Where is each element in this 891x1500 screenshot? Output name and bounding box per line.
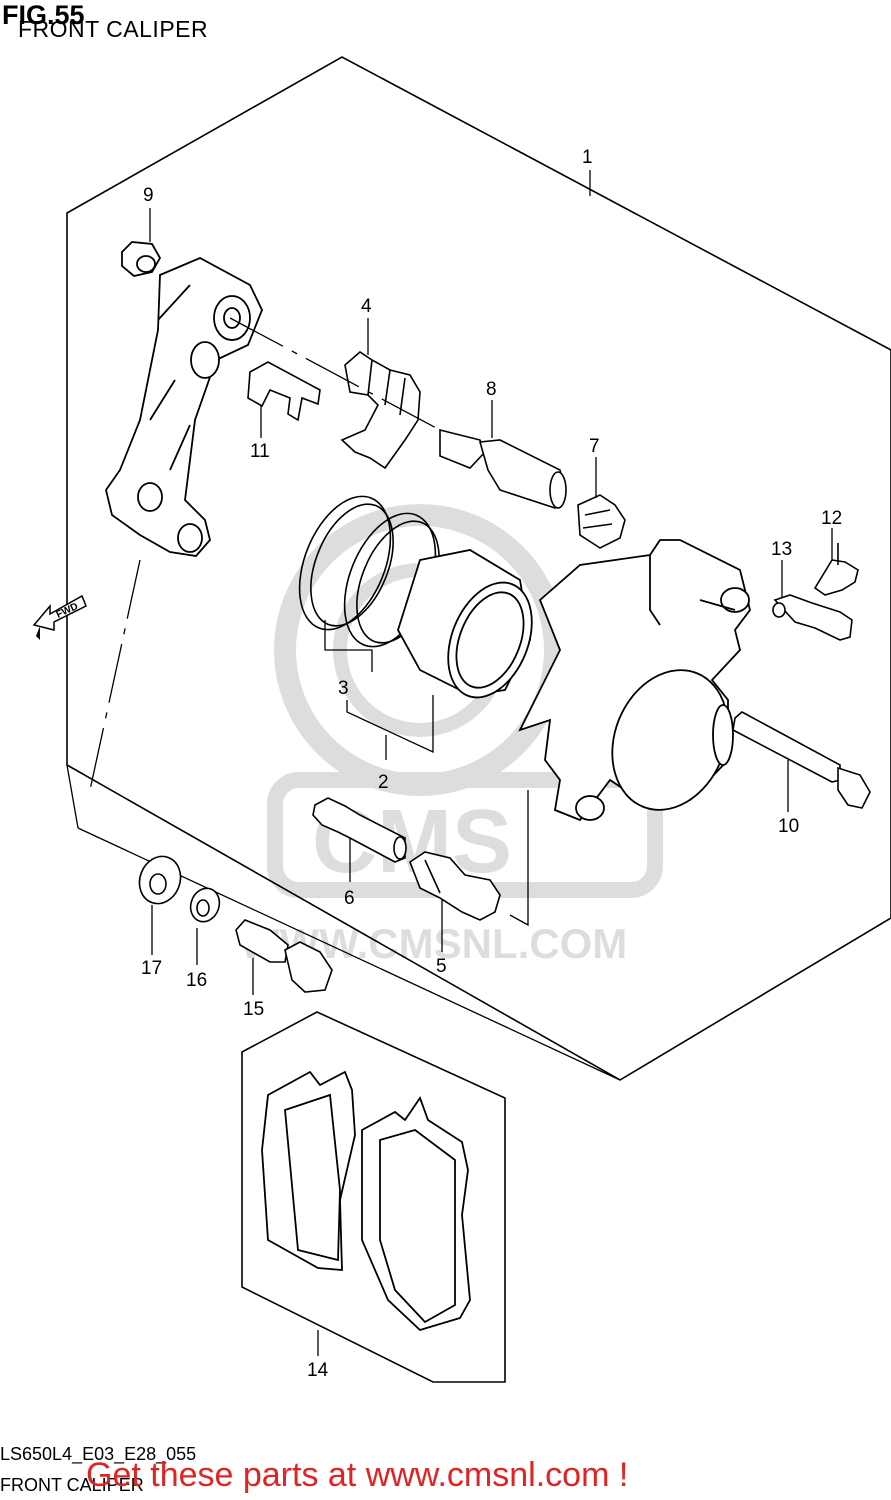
callout-9: 9 [143, 185, 154, 206]
callout-15: 15 [243, 999, 264, 1020]
washer-17 [138, 855, 182, 905]
nut-9 [121, 241, 162, 277]
leader-lines [89, 170, 833, 1356]
slide-pin-8 [439, 428, 567, 509]
promo-link[interactable]: Get these parts at www.cmsnl.com ! [86, 1456, 629, 1494]
diagram-code: LS650L4_E03_E28_055 [0, 1444, 197, 1464]
callout-3: 3 [338, 678, 349, 699]
washer-16 [189, 887, 221, 923]
callout-2: 2 [378, 772, 389, 793]
callout-7: 7 [589, 436, 600, 457]
piston-2 [397, 549, 533, 699]
callout-8: 8 [486, 379, 497, 400]
callout-13: 13 [771, 539, 792, 560]
callout-14: 14 [307, 1360, 329, 1381]
callout-labels: 1 2 3 4 5 6 7 8 9 10 11 12 13 14 15 16 1… [141, 147, 842, 1381]
callout-5: 5 [436, 956, 447, 977]
callout-10: 10 [778, 816, 799, 837]
bleeder-cap-13 [772, 594, 853, 641]
diagram-section-name: FRONT CALIPER [0, 1475, 144, 1495]
callout-17: 17 [141, 958, 162, 979]
sleeve-6 [312, 797, 407, 863]
bleeder-12 [813, 543, 859, 596]
caliper-body [518, 539, 751, 822]
forward-arrow-icon: FWD [32, 594, 87, 640]
figure-number: FIG.55 [2, 0, 85, 30]
callout-12: 12 [821, 508, 842, 529]
boot-7 [577, 494, 626, 549]
caliper-bracket [105, 257, 263, 557]
callout-1: 1 [582, 147, 593, 168]
pad-set-outline [241, 1011, 506, 1383]
callout-11: 11 [250, 441, 270, 462]
figure-title: FRONT CALIPER [18, 16, 209, 42]
bolt-10 [732, 711, 871, 809]
callout-4: 4 [361, 296, 372, 317]
spring-11 [247, 361, 321, 422]
callout-16: 16 [186, 970, 207, 991]
callout-6: 6 [344, 888, 355, 909]
pad-retainer-4 [340, 350, 421, 470]
brake-pads-14 [261, 1070, 471, 1332]
bolt-15 [235, 919, 333, 993]
boot-5 [409, 851, 501, 921]
